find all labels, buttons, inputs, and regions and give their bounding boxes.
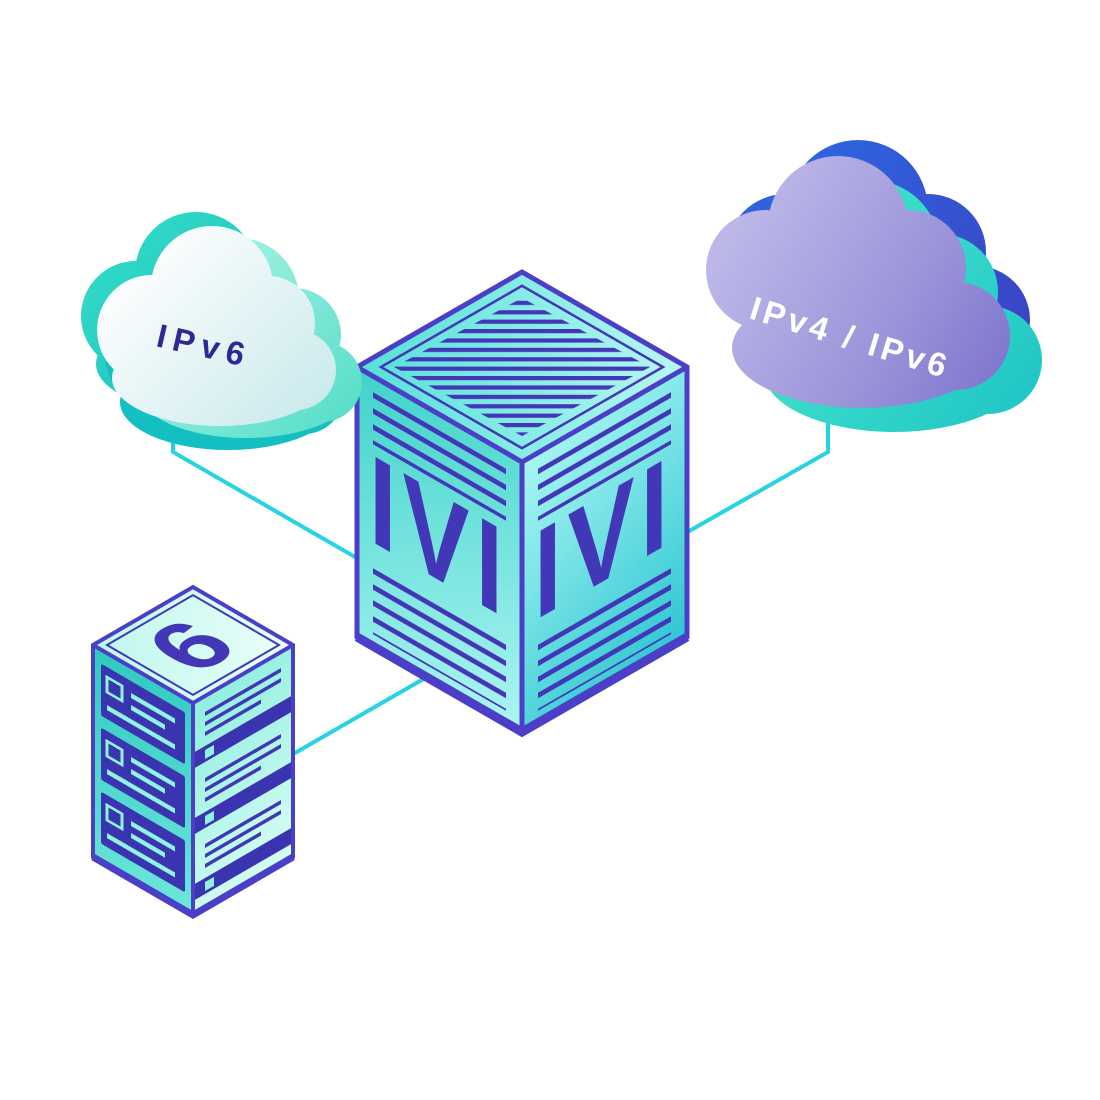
server-divider-band [193,695,293,769]
server-left-face [93,645,193,915]
ipv6-cloud: IPv6 [81,212,362,450]
cube-right-face-stripes-bottom [538,558,671,711]
cube-left-face-stripes-bottom [373,558,506,711]
server-rack: 6 [91,584,295,920]
cube-top-inner-border [378,284,666,450]
server-unit-led-square [105,674,124,704]
server-unit-led-square [105,802,124,832]
cube-inner-edges [355,364,689,732]
server-top-inner-border [105,593,281,697]
server-divider-band [193,761,293,835]
server-unit-led-square [105,738,124,768]
ipv4-ipv6-cloud: IPv4 / IPv6 [706,140,1042,432]
server-divider-band [193,827,293,901]
cube-left-face: IVI [357,367,522,733]
cube-outline [354,269,690,735]
ipv6-cloud-body [97,226,336,426]
ivi-translator-cube: IVI IVI [354,269,690,738]
server-inner-edges [91,643,295,915]
cube-left-face-stripes-top [373,388,506,521]
cube-right-face-stripes-top [538,388,671,521]
connection-line-right-cloud [683,396,830,536]
cube-right-face: IVI [522,366,687,732]
server-right-face [193,645,293,915]
server-outline [91,584,295,918]
